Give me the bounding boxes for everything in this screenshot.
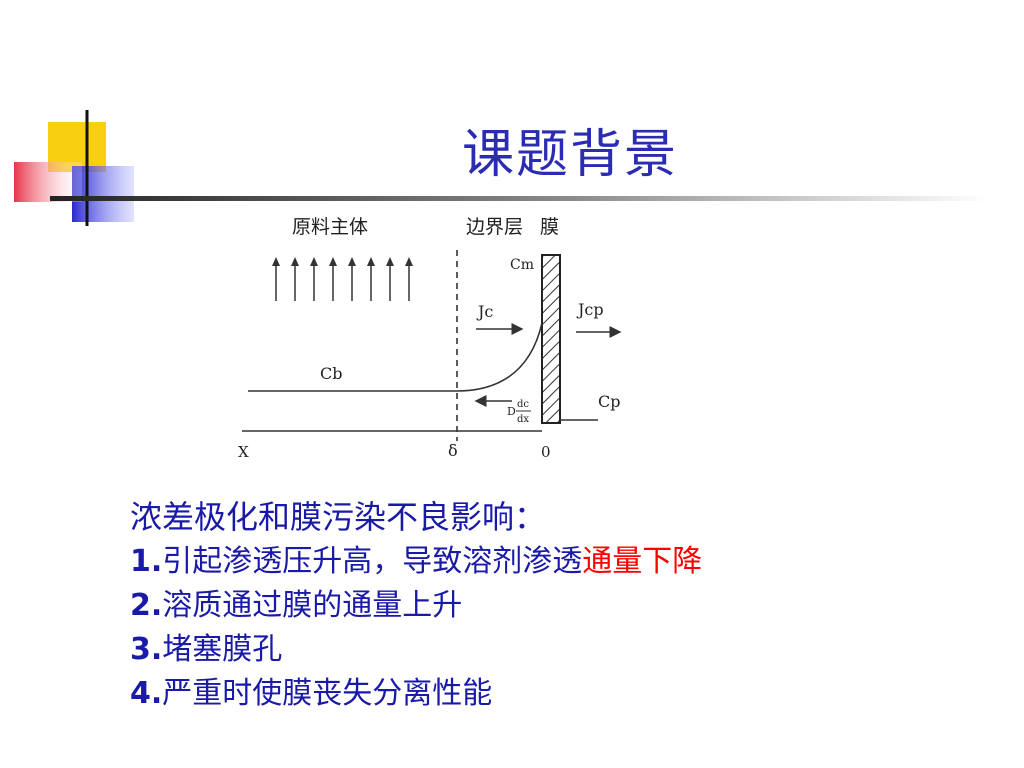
label-jc: Jc: [476, 302, 493, 321]
item-text: 引起渗透压升高，导致溶剂渗透: [162, 544, 583, 579]
axis-label-zero: 0: [541, 443, 551, 461]
item-number: 3.: [130, 632, 163, 667]
flow-arrow-head: [291, 257, 299, 266]
label-diffusion-d: D: [507, 405, 516, 418]
label-cp: Cp: [598, 392, 620, 411]
axis-label-delta: δ: [448, 441, 458, 460]
label-membrane: 膜: [540, 216, 559, 238]
label-jcp: Jcp: [576, 300, 604, 319]
concentration-profile-curve: [456, 322, 543, 392]
axis-label-x: X: [238, 443, 249, 461]
effects-list: 浓差极化和膜污染不良影响： 1.引起渗透压升高，导致溶剂渗透通量下降 2.溶质通…: [130, 494, 990, 716]
flow-arrow-head: [310, 257, 318, 266]
item-number: 4.: [130, 676, 163, 711]
item-text: 溶质通过膜的通量上升: [162, 588, 463, 623]
flow-arrow-head: [367, 257, 375, 266]
concentration-polarization-diagram: 原料主体 边界层 膜 Cm Jc Jcp Cb D dc dx Cp X δ 0: [238, 216, 622, 461]
flow-arrow-head: [348, 257, 356, 266]
label-cm: Cm: [510, 257, 534, 273]
flow-arrow-head: [272, 257, 280, 266]
effects-heading: 浓差极化和膜污染不良影响：: [130, 498, 547, 536]
item-text: 严重时使膜丧失分离性能: [162, 676, 493, 711]
flow-arrow-head: [386, 257, 394, 266]
blue-square: [72, 166, 134, 222]
list-item: 2.溶质通过膜的通量上升: [130, 584, 990, 628]
flow-arrow-head: [405, 257, 413, 266]
item-number: 1.: [130, 544, 163, 579]
list-item: 3.堵塞膜孔: [130, 628, 990, 672]
list-item: 1.引起渗透压升高，导致溶剂渗透通量下降: [130, 540, 990, 584]
red-bar: [14, 162, 82, 202]
list-item: 4.严重时使膜丧失分离性能: [130, 672, 990, 716]
corner-decoration: [14, 110, 990, 226]
item-text: 堵塞膜孔: [162, 632, 283, 667]
label-boundary-layer: 边界层: [466, 216, 523, 238]
label-diffusion-dc: dc: [517, 399, 529, 410]
label-feed-bulk: 原料主体: [292, 216, 368, 238]
header-rule: [50, 196, 990, 201]
label-cb: Cb: [320, 364, 342, 383]
slide-title: 课题背景: [461, 125, 678, 185]
item-number: 2.: [130, 588, 163, 623]
feed-flow-arrows: [272, 257, 413, 301]
membrane-wall: [541, 254, 561, 424]
label-diffusion-dx: dx: [517, 414, 529, 425]
flow-arrow-head: [329, 257, 337, 266]
item-highlight: 通量下降: [582, 544, 703, 579]
